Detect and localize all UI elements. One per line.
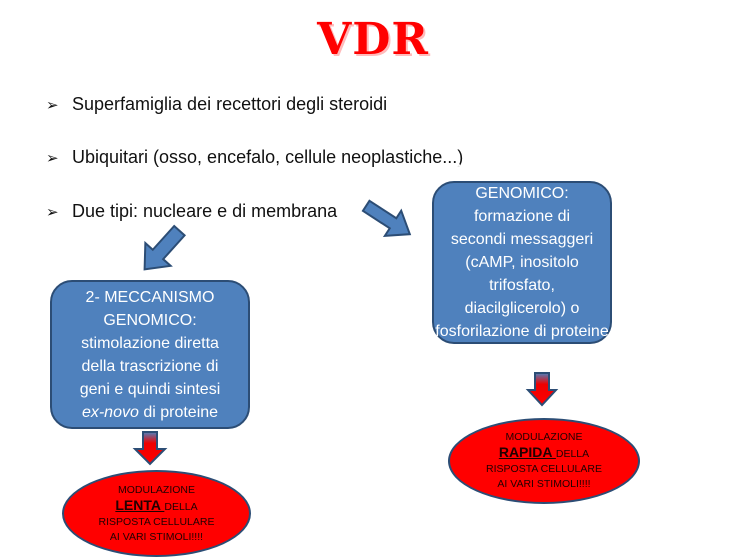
ellipse-text: DELLA (555, 448, 590, 460)
bullet-text: Due tipi: nucleare e di membrana (72, 201, 338, 221)
box-text: di proteine (138, 403, 219, 421)
ellipse-text: DELLA (164, 500, 198, 513)
box-line: (cAMP, inositolo trifosfato, (465, 254, 579, 294)
box-line: GENOMICO: (103, 311, 197, 329)
ellipse-line: MODULAZIONE (117, 483, 195, 496)
arrow-down-right-icon (525, 372, 559, 407)
ellipse-line: RISPOSTA CELLULARE (98, 515, 215, 528)
ellipse-line: LENTA DELLA (64, 496, 249, 515)
bullet-item: ➢ Ubiquitari (osso, encefalo, cellule neo… (46, 147, 463, 168)
box-line: 2- MECCANISMO (85, 288, 215, 306)
arrow-left-down-icon (143, 224, 187, 271)
ellipse-line: RISPOSTA CELLULARE (486, 463, 602, 475)
emphasis-text: LENTA (115, 496, 165, 513)
box-line: ex-novo di proteine (52, 401, 248, 424)
emphasis-text: RAPIDA (498, 444, 556, 460)
ellipse-line: AI VARI STIMOLI!!!! (109, 530, 204, 543)
arrow-right-down-icon (361, 199, 412, 237)
ellipse-line: RAPIDA DELLA (450, 445, 638, 462)
arrow-bullet-icon: ➢ (46, 149, 59, 167)
arrow-bullet-icon: ➢ (46, 203, 59, 221)
rapid-modulation-ellipse: MODULAZIONE RAPIDA DELLA RISPOSTA CELLUL… (448, 418, 640, 504)
bullet-text: Ubiquitari (osso, encefalo, cellule neop… (72, 147, 464, 167)
non-genomic-mechanism-box: 1- MECCANISMO NON GENOMICO: formazione d… (432, 162, 612, 363)
box-line: cellulari (494, 346, 550, 363)
bullet-text: Superfamiglia dei recettori degli steroi… (72, 94, 388, 114)
slow-modulation-ellipse: MODULAZIONE LENTA DELLA RISPOSTA CELLULA… (62, 470, 251, 557)
ellipse-line: AI VARI STIMOLI!!!! (497, 478, 591, 490)
ellipse-line: MODULAZIONE (505, 431, 583, 443)
box-line: diacilglicerolo) o (464, 300, 580, 317)
slide-title: VDR (317, 14, 429, 65)
box-line: 1- MECCANISMO NON (437, 162, 607, 179)
bullet-item: ➢ Due tipi: nucleare e di membrana (46, 201, 337, 222)
box-line: stimolazione diretta (81, 334, 219, 352)
arrow-bullet-icon: ➢ (46, 96, 59, 114)
box-line: GENOMICO: formazione di (473, 185, 571, 225)
box-line: secondi messaggeri (450, 231, 594, 248)
box-line: geni e quindi sintesi (79, 380, 221, 398)
italic-text: ex-novo (81, 403, 139, 421)
genomic-mechanism-box: 2- MECCANISMO GENOMICO: stimolazione dir… (50, 280, 250, 429)
bullet-item: ➢ Superfamiglia dei recettori degli stero… (46, 94, 387, 115)
box-line: fosforilazione di proteine (435, 323, 609, 340)
arrow-down-left-icon (132, 431, 168, 466)
box-line: della trascrizione di (81, 357, 219, 375)
